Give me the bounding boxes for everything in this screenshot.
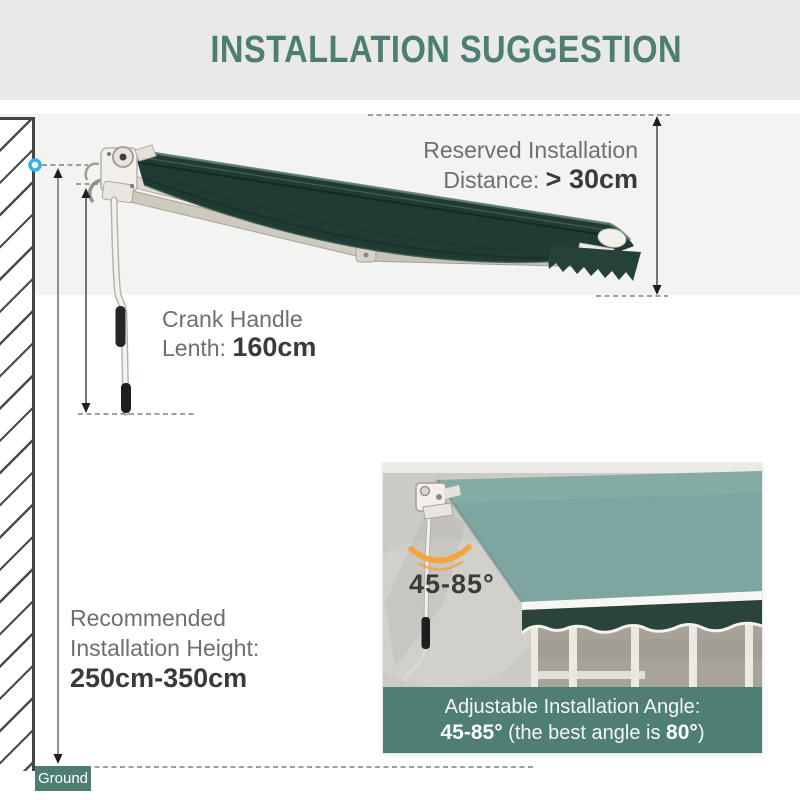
angle-range-label: 45-85° bbox=[409, 569, 495, 599]
angle-arc-icon bbox=[408, 544, 472, 571]
inset-mount-bracket bbox=[415, 482, 461, 520]
ground-label-badge: Ground bbox=[35, 766, 91, 791]
ground-label: Ground bbox=[37, 770, 89, 787]
reserved-distance-annotation: Reserved Installation Distance: > 30cm bbox=[423, 136, 638, 195]
reserved-line2: Distance: > 30cm bbox=[443, 164, 638, 194]
inset-crank-handle bbox=[401, 518, 432, 682]
angle-inset: 45-85° Adjustable Installation Angle: 45… bbox=[383, 463, 762, 753]
crank-grip-lower bbox=[121, 383, 131, 413]
inset-photo-art bbox=[383, 463, 762, 687]
page-title: INSTALLATION SUGGESTION bbox=[210, 28, 682, 71]
height-line2: Installation Height: bbox=[70, 635, 260, 661]
angle-inset-photo: 45-85° bbox=[383, 463, 762, 687]
height-line1: Recommended bbox=[70, 605, 226, 631]
header-band: INSTALLATION SUGGESTION bbox=[0, 0, 800, 100]
caption-line2: 45-85° (the best angle is 80°) bbox=[440, 720, 705, 744]
crank-line2: Lenth: 160cm bbox=[162, 332, 317, 362]
crank-grip-upper bbox=[115, 306, 126, 347]
crank-length-annotation: Crank Handle Lenth: 160cm bbox=[162, 305, 316, 362]
caption-line1: Adjustable Installation Angle: bbox=[444, 695, 701, 718]
crank-line1: Crank Handle bbox=[162, 306, 303, 332]
wall-hatch bbox=[0, 117, 35, 771]
height-value: 250cm-350cm bbox=[70, 663, 248, 693]
inset-valance bbox=[520, 591, 762, 635]
crank-value: 160cm bbox=[232, 332, 317, 362]
reserved-line1: Reserved Installation bbox=[423, 137, 638, 163]
install-height-annotation: Recommended Installation Height: 250cm-3… bbox=[70, 603, 259, 694]
angle-caption-band: Adjustable Installation Angle: 45-85° (t… bbox=[383, 687, 762, 753]
background-strip bbox=[0, 114, 800, 295]
inset-awning-fabric bbox=[435, 471, 762, 603]
reserved-value: > 30cm bbox=[545, 164, 638, 194]
